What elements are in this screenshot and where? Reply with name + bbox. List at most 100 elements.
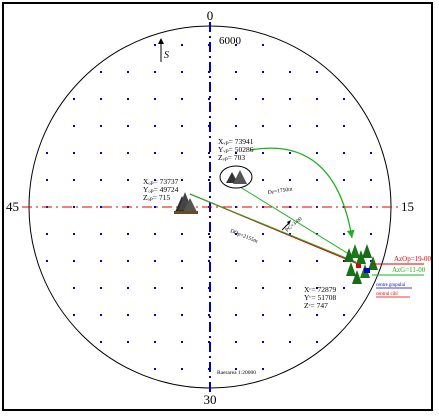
grid-dot — [343, 260, 345, 262]
grid-dot — [262, 152, 264, 154]
grid-dot — [289, 71, 291, 73]
grid-dot — [154, 98, 156, 100]
grid-dot — [208, 152, 210, 154]
grid-dot — [262, 125, 264, 127]
legend-center: centrul cibl — [376, 292, 410, 298]
observation-point-icon — [174, 192, 198, 214]
grid-dot — [73, 233, 75, 235]
grid-dot — [100, 260, 102, 262]
grid-dot — [100, 152, 102, 154]
grid-dot — [316, 260, 318, 262]
svg-text:Zᵥₚ= 703: Zᵥₚ= 703 — [218, 153, 245, 162]
grid-dot — [154, 341, 156, 343]
grid-dot — [262, 260, 264, 262]
grid-dot — [181, 233, 183, 235]
grid-dot — [235, 71, 237, 73]
grid-dot — [262, 44, 264, 46]
grid-dot — [235, 368, 237, 370]
grid-dot — [235, 152, 237, 154]
svg-text:Xᶜ= 72879: Xᶜ= 72879 — [304, 285, 336, 294]
grid-dot — [262, 71, 264, 73]
grid-dot — [262, 341, 264, 343]
grid-dot — [289, 287, 291, 289]
grid-dot — [100, 71, 102, 73]
op-group-line — [189, 193, 357, 263]
grid-dot — [262, 314, 264, 316]
grid-dot — [208, 179, 210, 181]
svg-text:AzOp=19-00: AzOp=19-00 — [394, 255, 431, 263]
target-curve — [249, 147, 355, 239]
grid-dot — [262, 368, 264, 370]
grid-dot — [181, 44, 183, 46]
grid-dot — [262, 233, 264, 235]
correction-arrow — [281, 220, 291, 231]
grid-dot — [181, 368, 183, 370]
grid-dot — [370, 260, 372, 262]
svg-text:Yₒₚ= 49724: Yₒₚ= 49724 — [143, 185, 179, 194]
grid-dot — [100, 341, 102, 343]
north-value: 6000 — [219, 35, 242, 47]
center-point-coords: Xᶜ= 72879 Yᶜ= 51708 Zᶜ= 747 — [304, 285, 336, 310]
grid-dot — [316, 125, 318, 127]
svg-text:Xᵥₚ= 73941: Xᵥₚ= 73941 — [218, 137, 254, 146]
grid-dot — [343, 152, 345, 154]
direction-north: 0 — [207, 8, 214, 23]
grid-dot — [343, 98, 345, 100]
grid-dot — [100, 179, 102, 181]
distance-d-label: Dz=1750m — [267, 186, 293, 195]
grid-dot — [235, 233, 237, 235]
distance-op-label: DOp=2155m — [229, 228, 259, 245]
scale-label: Raerarea 1:20000 — [217, 370, 256, 376]
grid-dot — [181, 71, 183, 73]
grid-dot — [154, 314, 156, 316]
map-frame — [2, 2, 433, 411]
grid-dot — [73, 314, 75, 316]
grid-dot — [316, 341, 318, 343]
grid-dot — [262, 179, 264, 181]
grid-dot — [46, 233, 48, 235]
svg-text:Yᶜ= 51708: Yᶜ= 51708 — [304, 293, 336, 302]
grid-dot — [316, 71, 318, 73]
grid-dot — [181, 179, 183, 181]
grid-dot — [154, 152, 156, 154]
grid-dot — [181, 152, 183, 154]
grid-dot — [235, 287, 237, 289]
grid-dot — [235, 125, 237, 127]
azimuth-op: AzOp=19-00 — [372, 255, 431, 265]
legend-group: centre grupului — [376, 283, 412, 289]
north-arrow-icon: S — [158, 38, 169, 62]
grid-dot — [343, 314, 345, 316]
grid-dot — [127, 314, 129, 316]
grid-dot — [370, 152, 372, 154]
grid-dot — [154, 233, 156, 235]
grid-dot — [127, 125, 129, 127]
grid-dot — [154, 287, 156, 289]
grid-dot — [154, 179, 156, 181]
grid-dot — [289, 179, 291, 181]
svg-text:centre grupului: centre grupului — [376, 283, 406, 288]
observation-point-coords: Xₒₚ= 73737 Yₒₚ= 49724 Zₒₚ= 715 — [143, 177, 179, 202]
grid-dot — [235, 260, 237, 262]
grid-dot — [208, 233, 210, 235]
grid-dot — [100, 206, 102, 208]
grid-dot — [154, 368, 156, 370]
grid-dot — [289, 314, 291, 316]
grid-dot — [73, 98, 75, 100]
grid-dot — [262, 98, 264, 100]
grid-dot — [154, 260, 156, 262]
grid-dot — [181, 98, 183, 100]
grid-dot — [289, 125, 291, 127]
grid-dot — [127, 179, 129, 181]
grid-dot — [343, 179, 345, 181]
grid-dot — [73, 179, 75, 181]
grid-dot — [235, 98, 237, 100]
svg-text:Xₒₚ= 73737: Xₒₚ= 73737 — [143, 177, 179, 186]
grid-dot — [127, 152, 129, 154]
grid-dot — [289, 341, 291, 343]
grid-dot — [181, 260, 183, 262]
svg-text:AzG=11-00: AzG=11-00 — [392, 266, 426, 274]
svg-text:Zᶜ= 747: Zᶜ= 747 — [304, 301, 328, 310]
grid-dot — [46, 260, 48, 262]
grid-dot — [235, 341, 237, 343]
